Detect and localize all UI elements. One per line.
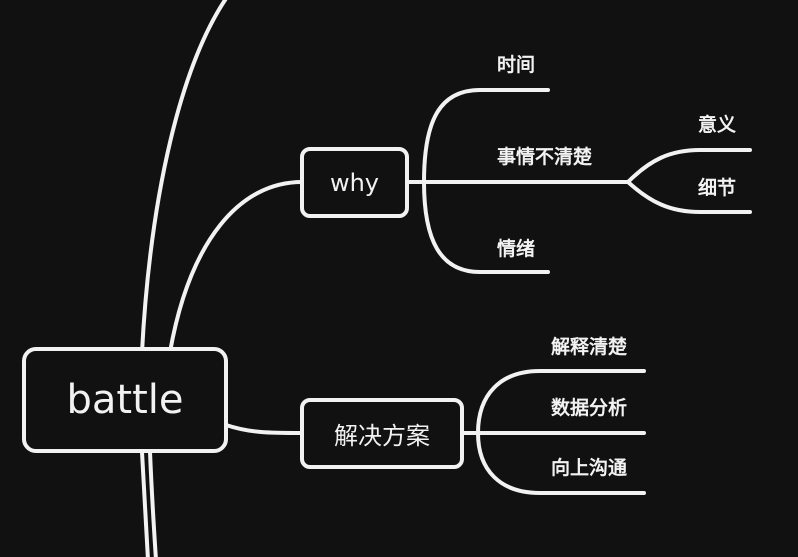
branch-node-solution[interactable]: 解决方案 [300, 398, 464, 469]
leaf-escalate[interactable]: 向上沟通 [551, 457, 628, 479]
branch-node-why-label: why [329, 168, 380, 197]
leaf-detail[interactable]: 细节 [698, 177, 737, 199]
connector-why-emotion [422, 180, 550, 274]
connector-solution-explain [460, 369, 646, 435]
connector-unclear-meaning [626, 148, 752, 184]
leaf-data-analysis[interactable]: 数据分析 [551, 397, 628, 419]
branch-node-why[interactable]: why [300, 147, 409, 218]
connector-unclear-detail [626, 180, 752, 214]
connector-root-solution [224, 423, 304, 435]
connector-root-offscreen-top [140, 0, 228, 354]
leaf-explain[interactable]: 解释清楚 [551, 336, 628, 358]
leaf-unclear[interactable]: 事情不清楚 [497, 146, 593, 168]
leaf-time[interactable]: 时间 [497, 54, 536, 76]
connector-root-offscreen-bottom-2 [148, 450, 158, 557]
root-node[interactable]: battle [22, 347, 228, 453]
branch-node-solution-label: 解决方案 [334, 422, 430, 450]
root-node-label: battle [66, 377, 184, 423]
connector-root-why [168, 180, 304, 354]
connector-solution-escalate [476, 431, 646, 495]
leaf-emotion[interactable]: 情绪 [497, 238, 536, 260]
leaf-meaning[interactable]: 意义 [698, 114, 737, 136]
connector-root-offscreen-bottom-1 [140, 450, 150, 557]
connector-why-time [406, 88, 550, 184]
